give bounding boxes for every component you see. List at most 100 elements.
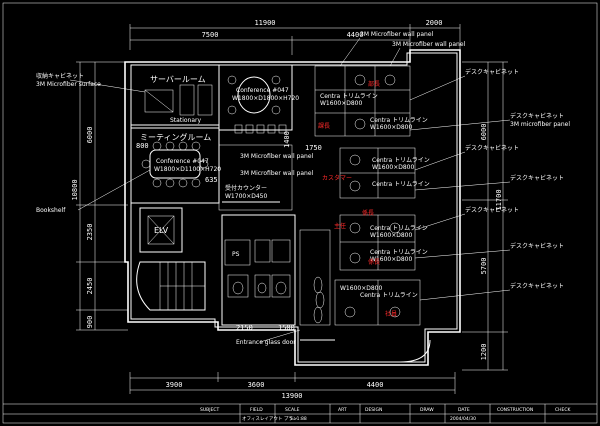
dim-inner-1750: 1750 [305,144,322,152]
dim-inner-1500: 1500 [278,324,295,332]
dim-inner-800: 800 [136,142,149,150]
right-note-2: デスクキャビネット [510,112,564,120]
left-dimensions: 6000 10800 2350 2450 900 [71,61,128,331]
left-note-2: 3M Microfiber surface [36,81,101,88]
meeting-table-label: Conference #047 [156,158,209,165]
dim-bottom-3900: 3900 [166,381,183,389]
server-room-label: サーバールーム [150,75,206,84]
desk-low-label-2: Centra トリムライン [370,249,428,256]
conference-room[interactable]: Conference #047 W1800×D1800×H720 [218,64,299,134]
desk-cluster-bottom[interactable]: W1600×D800 Centra トリムライン [334,279,421,326]
tb-date: DATE [458,407,470,413]
right-note-7: デスクキャビネット [510,242,564,250]
entrance-note: Entrance glass door [236,339,296,346]
role-label-c: カスタマー [322,174,352,182]
workstation-area[interactable]: Centra トリムライン W1600×D800 Centra トリムライン W… [314,65,430,326]
building-walls[interactable] [124,49,461,366]
tb-construction: CONSTRUCTION [497,407,533,413]
dim-right-11700: 11700 [495,189,503,210]
tb-date-value: 2004/04/30 [450,416,476,422]
dim-left-2450: 2450 [86,278,94,295]
role-label-e: 主任 [334,222,346,230]
desk-low-dims-1: W1600×D800 [370,232,412,239]
reception-label: 受付カウンター [225,184,267,192]
right-note-4: デスクキャビネット [465,144,519,152]
left-note-1: 収納キャビネット [36,72,84,80]
role-label-b: 課長 [318,122,330,130]
lobby[interactable]: 1750 [299,144,335,341]
annotations: 3M Microfiber wall panel 3M Microfiber w… [36,31,570,346]
stairs[interactable] [136,261,206,311]
reception-note-1: 3M Microfiber wall panel [240,153,314,160]
dim-left-6000: 6000 [86,127,94,144]
desk-low-label-1: Centra トリムライン [370,225,428,232]
elevator[interactable]: ELV [139,207,183,253]
meeting-room[interactable]: ミーティングルーム 800 635 Conference #047 W1800×… [130,127,221,204]
desk-cluster-top[interactable]: Centra トリムライン W1600×D800 Centra トリムライン W… [314,65,428,137]
tb-scale-value: S=1:88 [290,416,307,422]
dim-left-10800: 10800 [71,179,79,200]
desk-top-label-1: Centra トリムライン [320,93,378,100]
tb-field: FIELD [250,407,263,413]
restrooms[interactable]: PS 2150 1500 [221,214,296,332]
dim-top-total: 11900 [254,19,275,27]
right-note-5: デスクキャビネット [510,174,564,182]
desk-mid-label-1: Centra トリムライン [372,157,430,164]
role-label-g: 社員 [385,310,397,318]
server-room[interactable]: サーバールーム Stationary [130,64,220,126]
reception-dims: W1700×D450 [225,193,267,200]
title-block[interactable]: SUBJECT FIELD SCALE ART DESIGN DRAW DATE… [3,403,597,423]
role-label-f: 係長 [368,258,380,266]
left-note-3: Bookshelf [36,207,66,214]
desk-low-dims-2: W1600×D800 [370,256,412,263]
chair-row [234,124,287,134]
top-note-2: 3M Microfiber wall panel [392,41,466,48]
dim-top-right: 2000 [426,19,443,27]
tb-art: ART [338,407,347,413]
tb-scale: SCALE [285,407,300,413]
desk-cluster-middle[interactable]: Centra トリムライン W1600×D800 Centra トリムライン [339,147,430,199]
dim-inner-635: 635 [205,176,218,184]
right-dimensions: 6000 11700 5700 1200 [462,61,508,371]
dim-right-5700: 5700 [480,258,488,275]
desk-top-dims-2: W1600×D800 [370,124,412,131]
desk-mid-dims-1: W1600×D800 [372,164,414,171]
desk-bot-label-1: Centra トリムライン [360,292,418,299]
dim-top-mid: 4400 [347,31,364,39]
dim-right-1200: 1200 [480,344,488,361]
right-note-3: 3M microfiber panel [510,121,570,128]
right-note-1: デスクキャビネット [465,68,519,76]
bottom-dimensions: 3900 3600 4400 13900 [129,372,456,400]
right-note-6: デスクキャビネット [465,206,519,214]
tb-draw: DRAW [420,407,434,413]
tb-title: オフィスレイアウト プラン [242,415,298,422]
meeting-table-dims: W1800×D1100×H720 [154,166,221,173]
tb-subject: SUBJECT [200,407,220,413]
top-dimensions: 11900 2000 7500 4400 [129,19,461,55]
conference-table-dims: W1800×D1800×H720 [232,95,299,102]
dim-bottom-3600: 3600 [248,381,265,389]
elevator-label: ELV [154,226,169,235]
desk-cluster-lower[interactable]: Centra トリムライン W1600×D800 Centra トリムライン W… [339,214,428,271]
desk-top-label-2: Centra トリムライン [370,117,428,124]
desk-bot-dims-1: W1600×D800 [340,285,382,292]
dim-left-900: 900 [86,316,94,329]
dim-bottom-4400: 4400 [367,381,384,389]
desk-top-dims-1: W1600×D800 [320,100,362,107]
dim-inner-2150: 2150 [236,324,253,332]
reception-area[interactable]: 1400 受付カウンター W1700×D450 3M Microfiber wa… [218,131,314,211]
ps-label: PS [232,251,240,258]
conference-table-label: Conference #047 [236,87,289,94]
stationary-label: Stationary [170,117,201,124]
role-label-a: 部長 [368,80,380,88]
right-note-8: デスクキャビネット [510,282,564,290]
top-note-1: 3M Microfiber wall panel [360,31,434,38]
tb-check: CHECK [555,407,572,413]
role-label-d: 係長 [362,209,374,217]
dim-left-2350: 2350 [86,224,94,241]
desk-mid-label-2: Centra トリムライン [372,181,430,188]
reception-note-2: 3M Microfiber wall panel [240,170,314,177]
dim-top-left: 7500 [202,31,219,39]
